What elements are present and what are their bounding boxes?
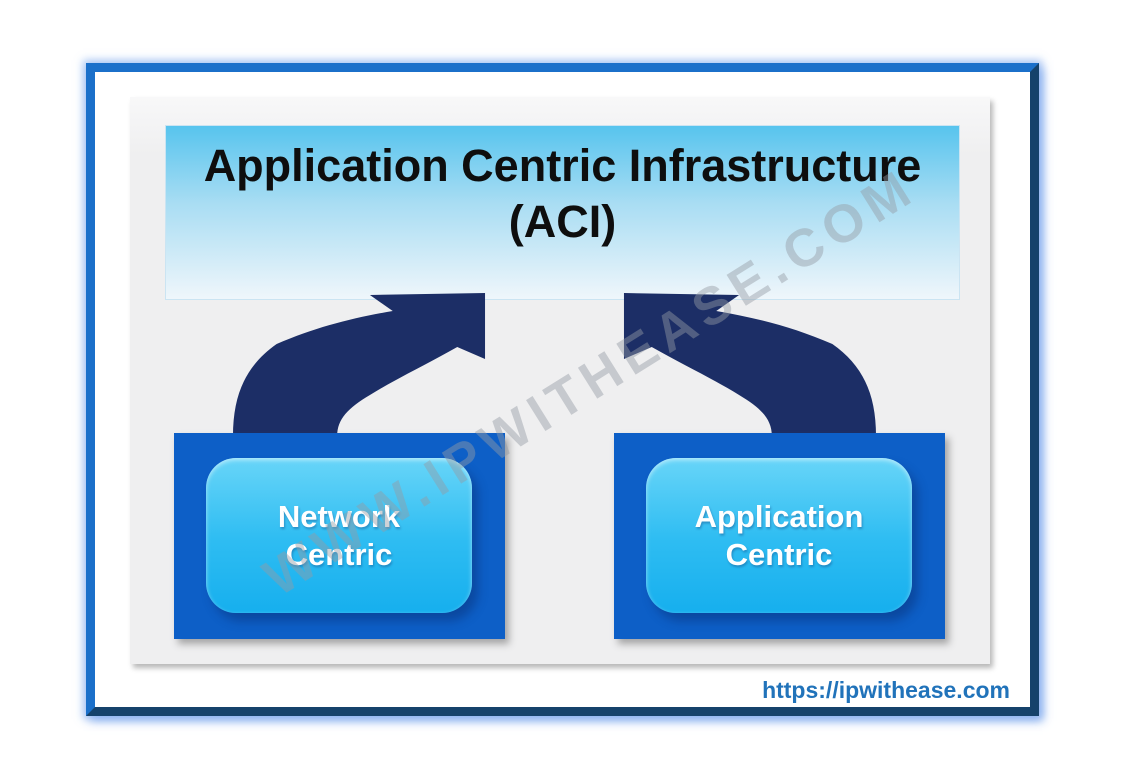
- curved-arrow-up-left-icon: [623, 293, 877, 436]
- node-label: Application: [694, 498, 864, 534]
- node-label: Network: [277, 498, 401, 534]
- curved-arrow-up-right-icon: [232, 293, 486, 436]
- diagram-title: Application Centric Infrastructure: [203, 140, 922, 191]
- node-application-centric-inner: Application Centric: [646, 458, 912, 613]
- title-banner: Application Centric Infrastructure (ACI): [165, 125, 960, 300]
- node-network-centric-inner: Network Centric: [206, 458, 472, 613]
- node-network-centric: Network Centric: [174, 433, 505, 639]
- node-label: Centric: [725, 536, 833, 572]
- diagram-title-acronym: (ACI): [508, 196, 617, 247]
- node-application-centric: Application Centric: [614, 433, 945, 639]
- footer-link[interactable]: https://ipwithease.com: [762, 677, 1010, 703]
- node-label: Centric: [285, 536, 393, 572]
